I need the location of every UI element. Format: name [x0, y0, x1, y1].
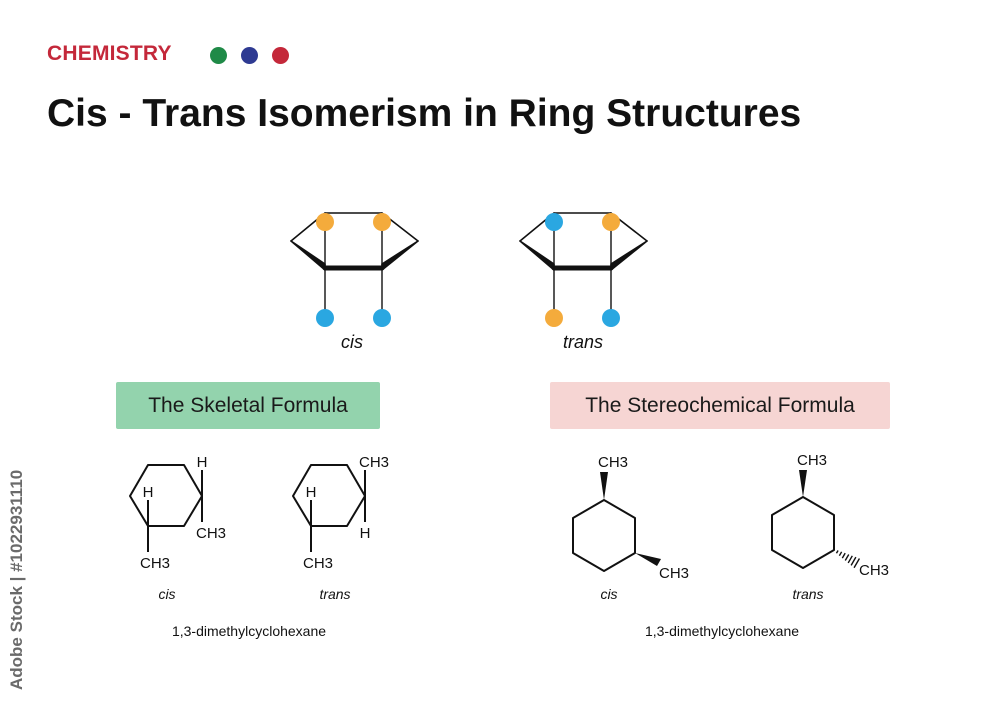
skeletal-trans-atom-h-left: H [306, 484, 317, 501]
cis-upper-left-substituent [316, 213, 334, 231]
skeletal-trans-label: trans [319, 586, 350, 602]
stereochemical-formula-heading: The Stereochemical Formula [550, 382, 890, 429]
stereo-trans-wedge-top [799, 470, 807, 497]
trans-upper-right-substituent [602, 213, 620, 231]
skeletal-formula-heading: The Skeletal Formula [116, 382, 380, 429]
skeletal-trans-ring [292, 464, 366, 552]
stereo-trans-atom-ch3-right: CH3 [859, 562, 889, 579]
trans-upper-left-substituent [545, 213, 563, 231]
skeletal-trans-atom-h-right: H [360, 525, 371, 542]
trans-ring-label: trans [563, 332, 603, 352]
stereo-compound-name: 1,3-dimethylcyclohexane [645, 623, 799, 639]
skeletal-cis-atom-ch3-bottom: CH3 [140, 555, 170, 572]
stereo-trans-label: trans [792, 586, 823, 602]
stereo-cis-label: cis [600, 586, 617, 602]
cis-ring-label: cis [341, 332, 363, 352]
color-dots [210, 47, 289, 65]
trans-lower-right-substituent [602, 309, 620, 327]
skeletal-cis-label: cis [158, 586, 175, 602]
skeletal-cis-atom-h-left: H [143, 484, 154, 501]
stereo-trans-atom-ch3-top: CH3 [797, 452, 827, 469]
skeletal-cis-atom-h-top: H [197, 454, 208, 471]
page-title: Cis - Trans Isomerism in Ring Structures [47, 92, 802, 135]
hash-stroke [853, 558, 861, 569]
cis-lower-right-substituent [373, 309, 391, 327]
category-label: CHEMISTRY [47, 42, 172, 65]
cis-ring-3d [290, 212, 419, 319]
stereo-cis-ring [572, 499, 636, 572]
hash-stroke [841, 552, 846, 559]
stereo-cis-wedge-right [635, 553, 661, 566]
hash-stroke [844, 554, 850, 561]
blue-dot [241, 47, 258, 64]
stereo-cis-atom-ch3-right: CH3 [659, 565, 689, 582]
cis-lower-left-substituent [316, 309, 334, 327]
green-dot [210, 47, 227, 64]
skeletal-cis-ring [129, 464, 203, 552]
trans-lower-left-substituent [545, 309, 563, 327]
red-dot [272, 47, 289, 64]
skeletal-trans-atom-ch3-bottom: CH3 [303, 555, 333, 572]
skeletal-cis-atom-ch3-right: CH3 [196, 525, 226, 542]
stereo-cis-wedge-top [600, 472, 608, 500]
hash-stroke [838, 551, 843, 557]
trans-ring-3d [519, 212, 648, 319]
skeletal-compound-name: 1,3-dimethylcyclohexane [172, 623, 326, 639]
stereo-trans-ring [771, 496, 835, 569]
cis-upper-right-substituent [373, 213, 391, 231]
stereo-trans-hash-bond [835, 550, 861, 569]
hash-stroke [835, 550, 839, 554]
skeletal-trans-atom-ch3-top: CH3 [359, 454, 389, 471]
stereo-cis-atom-ch3-top: CH3 [598, 454, 628, 471]
hash-stroke [847, 555, 853, 564]
hash-stroke [850, 556, 857, 566]
